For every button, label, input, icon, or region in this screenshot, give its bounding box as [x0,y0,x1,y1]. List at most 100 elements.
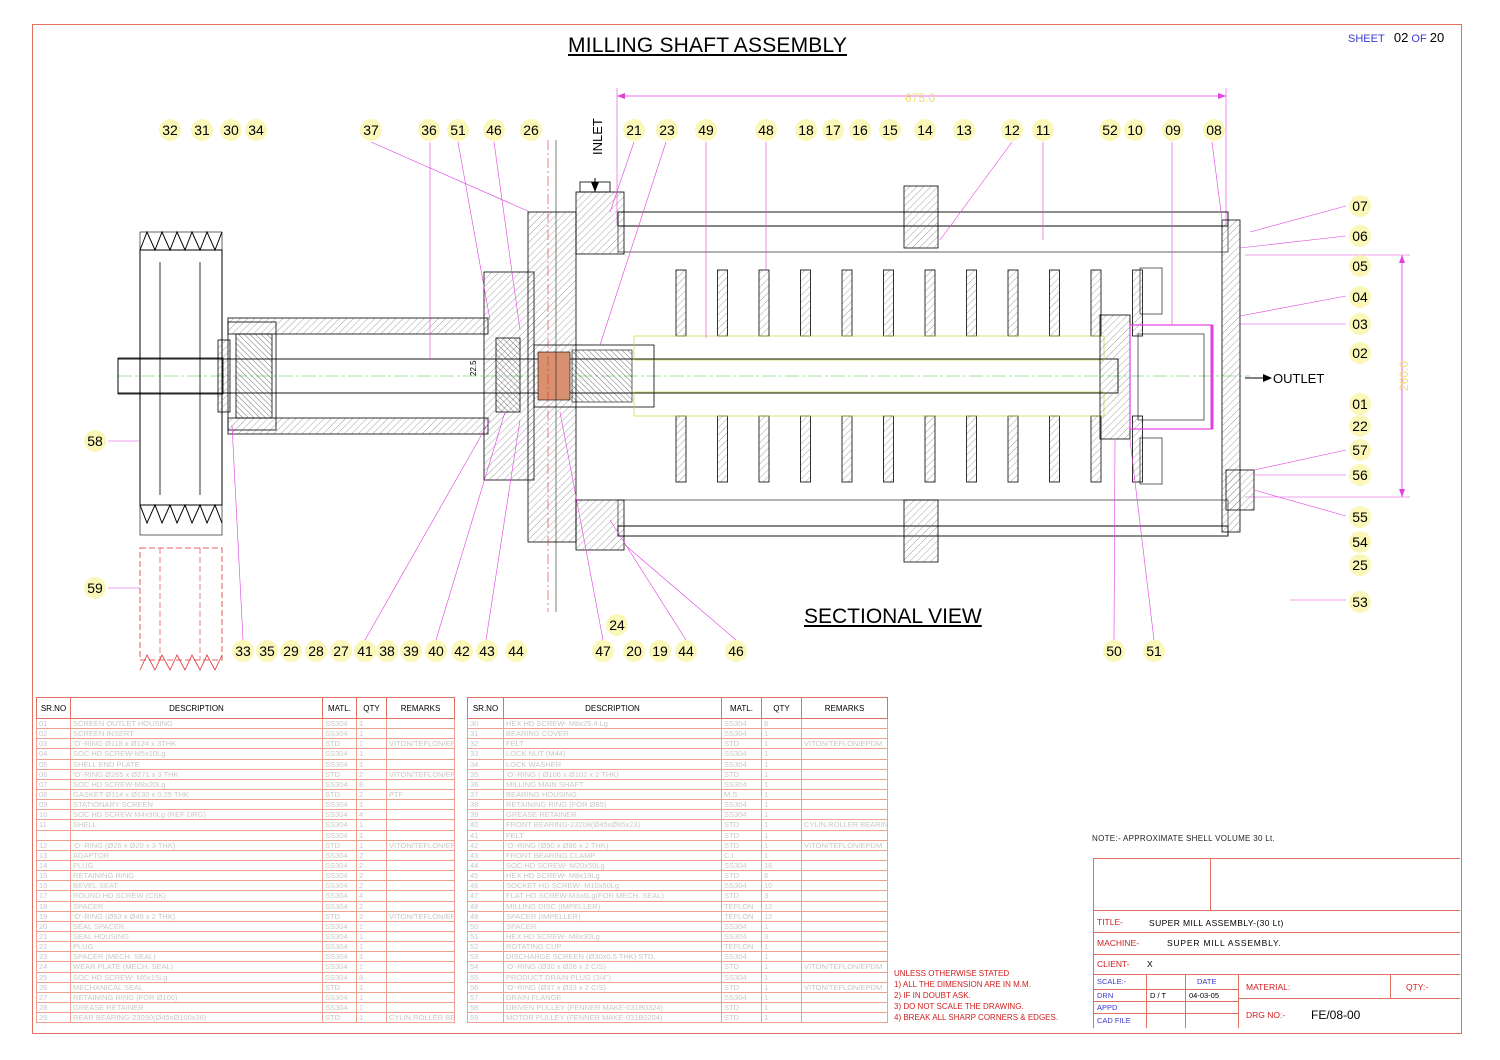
bom-cell: 'O'-RING (Ø37 x Ø33 x 2 C/S) [503,981,722,993]
bom-cell: 10 [36,809,71,821]
bom-header-cell: SR.NO [467,697,504,719]
bom-header-cell: SR.NO [36,697,71,719]
bom-cell: SS304 [322,819,357,831]
machine-value: SUPER MILL ASSEMBLY. [1167,938,1282,948]
bom-cell: 53 [467,951,504,963]
milling-disc [758,415,770,483]
bom-cell: HEX HD SCREW- M8x25.4 Lg [503,717,722,730]
bom-cell: 'O'-RING ( Ø106 x Ø102 x 2 THK) [503,768,722,780]
bom-cell: 43 [467,849,504,861]
bom-cell: 03 [36,738,71,750]
bom-cell: HEX HD SCREW- M8x19Lg [503,870,722,882]
drawing-title: MILLING SHAFT ASSEMBLY [568,34,848,57]
bom-cell: PRODUCT DRAIN PLUG (3/4") [503,971,722,983]
bom-cell: 1 [761,951,802,963]
bom-cell: 1 [356,728,387,740]
callout-number: 33 [235,643,251,659]
callout-balloon [520,119,542,141]
milling-disc [1007,269,1019,337]
shell-volume-note: NOTE:- APPROXIMATE SHELL VOLUME 30 Lt. [1092,834,1276,843]
motor-pulley [139,547,223,671]
callout-balloon [245,119,267,141]
bom-cell: STD [721,890,762,902]
callout-number: 05 [1352,258,1368,274]
bom-cell: 1 [761,991,802,1003]
bom-cell: 2 [356,788,387,801]
callout-balloon [1124,119,1146,141]
bom-cell: 17 [36,890,71,902]
bom-cell [801,859,888,872]
callout-number: 59 [87,580,103,596]
bom-cell: STD [721,981,762,993]
callout-balloon [623,640,645,662]
bom-cell: 1 [761,768,802,780]
bom-cell: SS304 [322,971,357,983]
bom-cell: 1 [761,778,802,790]
callout-number: 40 [428,643,444,659]
callout-balloon [1032,119,1054,141]
bom-cell: SOCKET HD SCREW- M10x50Lg [503,880,722,892]
bom-cell: STD [721,839,762,851]
bom-header-cell: REMARKS [801,697,888,719]
bom-cell: DRAIN FLANGE [503,991,722,1003]
milling-disc [717,269,728,337]
bom-cell: 16 [36,880,71,892]
bom-cell: SHELL [70,819,323,831]
callout-number: 34 [248,122,264,138]
bom-cell: HEX HD SCREW- M8x30Lg [503,930,722,943]
bom-cell [801,971,888,983]
bom-cell: SOC HD SCREW-M8x20Lg [70,778,323,790]
callout-balloon [451,640,473,662]
bom-cell: 48 [467,900,504,912]
qty-label: QTY:- [1406,982,1429,992]
bom-cell: SPACER (IMPELLER) [503,910,722,922]
callout-number: 55 [1352,509,1368,525]
bom-cell: FLAT HD SCREW-M3x6Lg(FOR MECH. SEAL) [503,890,722,902]
bom-cell: VITON/TEFLON/EPDM [801,981,888,993]
bom-cell: SOC HD SCREW- M20x50Lg [503,859,722,872]
bom-cell [801,1012,888,1024]
callout-balloon [447,119,469,141]
callout-balloon [953,119,975,141]
bom-cell: CYLIN.ROLLER BEARING [386,1012,455,1024]
bom-cell [801,748,888,760]
callout-balloon [232,640,254,662]
bom-cell: 1 [761,839,802,851]
bom-cell: 54 [467,961,504,973]
bom-cell: GREASE RETAINER [70,1001,323,1014]
callout-number: 35 [259,643,275,659]
bom-cell [386,941,455,953]
callout-balloon [1099,119,1121,141]
callout-number: 11 [1036,122,1051,138]
bom-cell: 1 [761,788,802,801]
milling-disc [1132,269,1143,337]
callout-number: 06 [1352,228,1368,244]
bom-cell: FRONT BEARING-23208(Ø45xØ85x23) [503,819,722,831]
bom-cell: VITON/TEFLON/EPDM [386,910,455,922]
bom-cell: 25 [36,971,71,983]
bom-cell: 1 [761,799,802,811]
bom-cell [386,717,455,730]
general-note-line: 2) IF IN DOUBT ASK. [894,991,971,1000]
callout-balloon [84,430,106,452]
bom-cell: 39 [467,809,504,821]
milling-disc [1007,415,1019,483]
bom-cell: SS304 [721,809,762,821]
bom-cell: 1 [761,961,802,973]
callout-balloon [505,640,527,662]
callout-number: 31 [194,122,210,138]
bom-header-cell: DESCRIPTION [503,697,722,719]
bom-cell: SS304 [322,728,357,740]
milling-disc [841,269,853,337]
bom-header-cell: DESCRIPTION [70,697,323,719]
